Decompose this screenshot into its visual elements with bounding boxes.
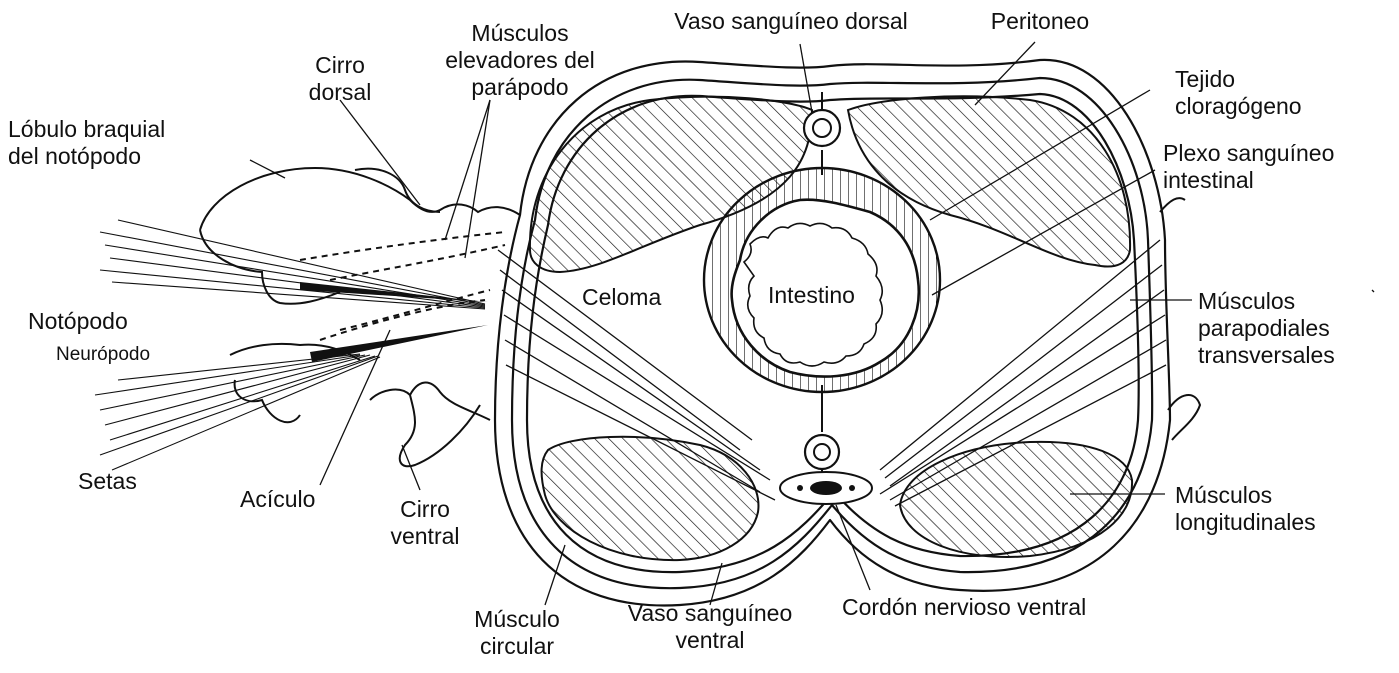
label-musculos-elevadores: Músculos elevadores del parápodo <box>440 20 600 101</box>
label-notopodo: Notópodo <box>28 308 128 335</box>
ventral-cirrus <box>370 390 480 467</box>
label-peritoneo: Peritoneo <box>960 8 1120 35</box>
notopodium-lobe <box>200 230 340 304</box>
label-vaso-dorsal: Vaso sanguíneo dorsal <box>636 8 946 35</box>
branchial-lobe <box>200 168 520 230</box>
label-cirro-ventral: Cirro ventral <box>370 496 480 550</box>
label-intestino: Intestino <box>768 282 855 309</box>
label-cordon: Cordón nervioso ventral <box>842 594 1086 621</box>
label-cirro-dorsal: Cirro dorsal <box>290 52 390 106</box>
label-lobulo: Lóbulo braquial del notópodo <box>8 116 165 170</box>
label-setas: Setas <box>78 468 137 495</box>
right-parapodium-dorsal <box>1160 198 1185 212</box>
label-neuropodo: Neurópodo <box>56 341 150 368</box>
label-vaso-ventral: Vaso sanguíneo ventral <box>600 600 820 654</box>
acicula-ventral <box>310 325 488 362</box>
label-aciculo: Acículo <box>240 486 315 513</box>
ventral-vessel <box>805 435 839 469</box>
label-plexo: Plexo sanguíneo intestinal <box>1163 140 1334 194</box>
label-tejido: Tejido cloragógeno <box>1175 66 1302 120</box>
right-parapodium-ventral <box>1168 395 1200 440</box>
dorsal-vessel <box>804 110 840 146</box>
label-celoma: Celoma <box>582 284 661 311</box>
label-musculo-circular: Músculo circular <box>452 606 582 660</box>
label-musculos-longitudinales: Músculos longitudinales <box>1175 482 1316 536</box>
label-musculos-parapodiales: Músculos parapodiales transversales <box>1198 288 1335 369</box>
